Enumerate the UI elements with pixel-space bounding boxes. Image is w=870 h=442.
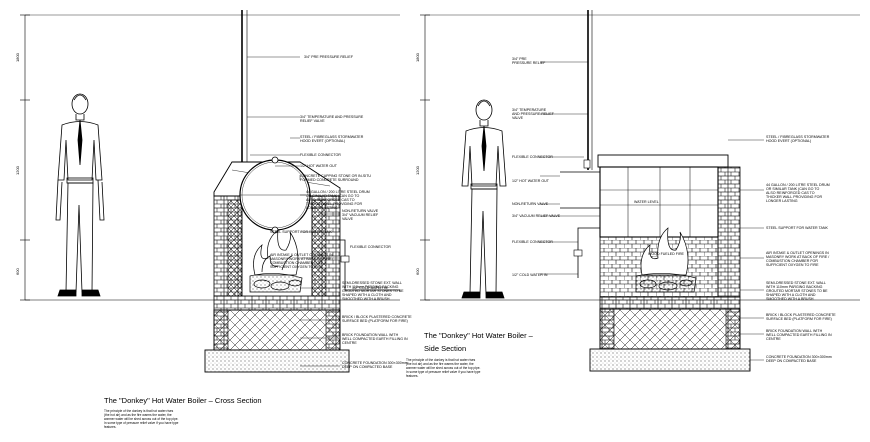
- cross-note-line-4: In some type of pressure relief valve if…: [104, 421, 179, 425]
- side-label-drum-5: LONGER LASTING: [766, 199, 798, 203]
- side-label-foundation-1: BRICK FOUNDATION WALL WITH: [766, 329, 823, 333]
- label-steel-support: STEEL SUPPORT FOR WATER TANK: [270, 230, 333, 234]
- side-label-drum-3: ALSO REINFORCED CAS TO: [766, 191, 815, 195]
- label-capping-1: CONCRETE CAPPING STONE OR IN-SITU: [300, 174, 371, 178]
- side-label-flex-2: FLEXIBLE CONNECTOR: [512, 240, 553, 244]
- label-drum-3: ALSO REINFORCED CAS TO: [306, 198, 355, 202]
- label-capping-2: FORMED CONCRETE SURROUND: [300, 178, 359, 182]
- cross-note-line-2: (the hot air) and as the fire warms the …: [104, 413, 172, 417]
- side-label-cold-in: 1/2" COLD WATER IN: [512, 273, 548, 277]
- side-label-temp-1: 3/4" TEMPERATURE: [512, 108, 547, 112]
- label-flexible-connector: FLEXIBLE CONNECTOR: [300, 153, 341, 157]
- label-foundation-wall-1: BRICK FOUNDATION WALL WITH: [342, 333, 399, 337]
- label-stone-wall-1: SEMI-DRESSED STONE EXT. WALL: [342, 281, 402, 285]
- side-label-platform-1: BRICK / BLOCK PLASTERED CONCRETE: [766, 313, 836, 317]
- label-stone-wall-2: WITH 110mm PARGING BACKING: [342, 285, 399, 289]
- side-label-hot-out: 1/2" HOT WATER OUT: [512, 179, 550, 183]
- side-label-hood-1: STEEL / FIBREGLASS STORMWATER: [766, 135, 830, 139]
- side-section-title-line-1: The "Donkey" Hot Water Boiler –: [424, 331, 534, 340]
- side-section-drawing: 3/4" PRE PRESSURE RELIEF 3/4" TEMPERATUR…: [406, 10, 860, 378]
- human-figure-right: [461, 99, 507, 299]
- side-note-line-3: warmer water will be shed across out of …: [406, 366, 481, 370]
- label-concrete-1: CONCRETE FOUNDATION 300×300mm: [342, 361, 408, 365]
- side-label-foundation-3: CENTRE: [766, 337, 781, 341]
- side-label-pressure-relief: PRESSURE RELIEF: [512, 61, 546, 65]
- side-label-air-2: MASONRY WORK AT BACK OF FIRE /: [766, 255, 829, 259]
- side-label-temp-3: VALVE: [512, 116, 524, 120]
- label-stone-wall-5: SMOOTHED WITH A BRUSH: [342, 297, 390, 301]
- side-label-concrete-2: DEEP ON COMPACTED BASE: [766, 359, 817, 363]
- label-flex-connector-2: FLEXIBLE CONNECTOR: [350, 245, 391, 249]
- cross-section-title: The "Donkey" Hot Water Boiler – Cross Se…: [104, 396, 262, 405]
- label-vacuum-1: 3/4" VACUUM RELIEF: [342, 213, 379, 217]
- side-label-pre: 3/4" PRE: [512, 57, 527, 61]
- side-label-stone-2: WITH 110mm PARGING BACKING: [766, 285, 823, 289]
- label-platform-1: BRICK / BLOCK PLASTERED CONCRETE: [342, 315, 412, 319]
- side-label-stone-4: SHAPED WITH A CLOTH AND: [766, 293, 816, 297]
- label-cold-water-in: 1/2" COLD WATER IN: [352, 286, 388, 290]
- side-label-water-level: WATER LEVEL: [634, 200, 659, 204]
- side-label-air-3: COMBUSTION CHAMBER FOR: [766, 259, 818, 263]
- fire-left: [249, 229, 303, 293]
- side-label-temp-2: AND PRESSURE RELIEF: [512, 112, 555, 116]
- cross-note-line-1: The principle of the donkey is that hot …: [104, 409, 174, 413]
- label-foundation-wall-3: CENTRE: [342, 341, 357, 345]
- label-foundation-wall-2: WELL COMPACTED EARTH FILLING IN: [342, 337, 408, 341]
- side-label-concrete-1: CONCRETE FOUNDATION 300×300mm: [766, 355, 832, 359]
- dimension-600: 600: [15, 268, 20, 275]
- side-label-drum-4: THICKER WALL PROVIDING FOR: [766, 195, 822, 199]
- label-hood-1: STEEL / FIBREGLASS STORMWATER: [300, 135, 364, 139]
- label-non-return: NON-RETURN VALVE: [342, 209, 379, 213]
- fire-right: [635, 227, 697, 293]
- side-dimension-600: 600: [415, 268, 420, 275]
- label-pre-pressure-relief: 3/4" PRE PRESSURE RELIEF: [304, 55, 354, 59]
- label-drum-5: LONGER LASTING: [306, 206, 338, 210]
- side-label-stone-1: SEMI-DRESSED STONE EXT. WALL: [766, 281, 826, 285]
- label-stone-wall-3: GROUTED MORTAR STONES TO BE: [342, 289, 404, 293]
- side-label-flex-1: FLEXIBLE CONNECTOR: [512, 155, 553, 159]
- side-label-drum-2: OR SIMILAR TANK (CAN GO TO: [766, 187, 819, 191]
- label-relief-valve: RELIEF VALVE: [300, 119, 325, 123]
- label-hot-water-out: 1/2" HOT WATER OUT: [300, 164, 338, 168]
- side-label-air-4: SUFFICIENT OXYGEN TO FIRE: [766, 263, 819, 267]
- side-dimension-1200: 1200: [415, 165, 420, 175]
- label-air-intake-1: AIR INTAKE & OUTLET OPENINGS IN: [270, 253, 333, 257]
- label-drum-4: THICKER WALL PROVIDING FOR: [306, 202, 362, 206]
- side-label-stone-5: SMOOTHED WITH A BRUSH: [766, 297, 814, 301]
- side-label-non-return: NON-RETURN VALVE: [512, 202, 549, 206]
- dimension-1800: 1800: [15, 52, 20, 62]
- side-label-foundation-2: WELL COMPACTED EARTH FILLING IN: [766, 333, 832, 337]
- label-drum-2: OR SIMILAR TANK (CAN GO TO: [306, 194, 359, 198]
- label-concrete-2: DEEP ON COMPACTED BASE: [342, 365, 393, 369]
- label-vacuum-2: VALVE: [342, 217, 354, 221]
- label-drum-1: 44 GALLON / 200 LITRE STEEL DRUM: [306, 190, 370, 194]
- side-label-air-1: AIR INTAKE & OUTLET OPENINGS IN: [766, 251, 829, 255]
- label-temp-pressure: 3/4" TEMPERATURE AND PRESSURE: [300, 115, 364, 119]
- side-note-line-5: features.: [406, 374, 419, 378]
- side-label-platform-2: SURFACE BED (PLATFORM FOR FIRE): [766, 317, 832, 321]
- side-note-line-1: The principle of the donkey is that hot …: [406, 358, 476, 362]
- label-air-intake-2: MASONRY WORK AT BACK OF FIRE /: [270, 257, 333, 261]
- cross-section-drawing: 3/4" PRE PRESSURE RELIEF 3/4" TEMPERATUR…: [15, 10, 412, 429]
- label-platform-2: SURFACE BED (PLATFORM FOR FIRE): [342, 319, 408, 323]
- human-figure-left: [55, 93, 105, 297]
- side-label-drum-1: 44 GALLON / 200 LITRE STEEL DRUM: [766, 183, 830, 187]
- side-dimension-1800: 1800: [415, 52, 420, 62]
- side-label-vacuum: 3/4" VACUUM RELIEF VALVE: [512, 214, 561, 218]
- label-stone-wall-4: SHAPED WITH A CLOTH AND: [342, 293, 392, 297]
- side-note-line-4: In some type of pressure relief valve if…: [406, 370, 481, 374]
- label-air-intake-4: SUFFICIENT OXYGEN TO FIRE: [270, 265, 323, 269]
- cross-note-line-3: warmer water will be shed across out of …: [104, 417, 179, 421]
- side-label-hood-2: HOOD EVERT (OPTIONAL): [766, 139, 811, 143]
- side-label-wood-fire: WOOD FUELED FIRE: [648, 252, 685, 256]
- dimension-1200: 1200: [15, 165, 20, 175]
- side-note-line-2: (the hot air) and as the fire warms the …: [406, 362, 474, 366]
- cross-note-line-5: features.: [104, 425, 117, 429]
- label-hood-2: HOOD EVERT (OPTIONAL): [300, 139, 345, 143]
- label-air-intake-3: COMBUSTION CHAMBER FOR: [270, 261, 322, 265]
- side-section-title-line-2: Side Section: [424, 344, 466, 353]
- side-label-stone-3: GROUTED MORTAR STONES TO BE: [766, 289, 828, 293]
- side-label-steel-support: STEEL SUPPORT FOR WATER TANK: [766, 226, 829, 230]
